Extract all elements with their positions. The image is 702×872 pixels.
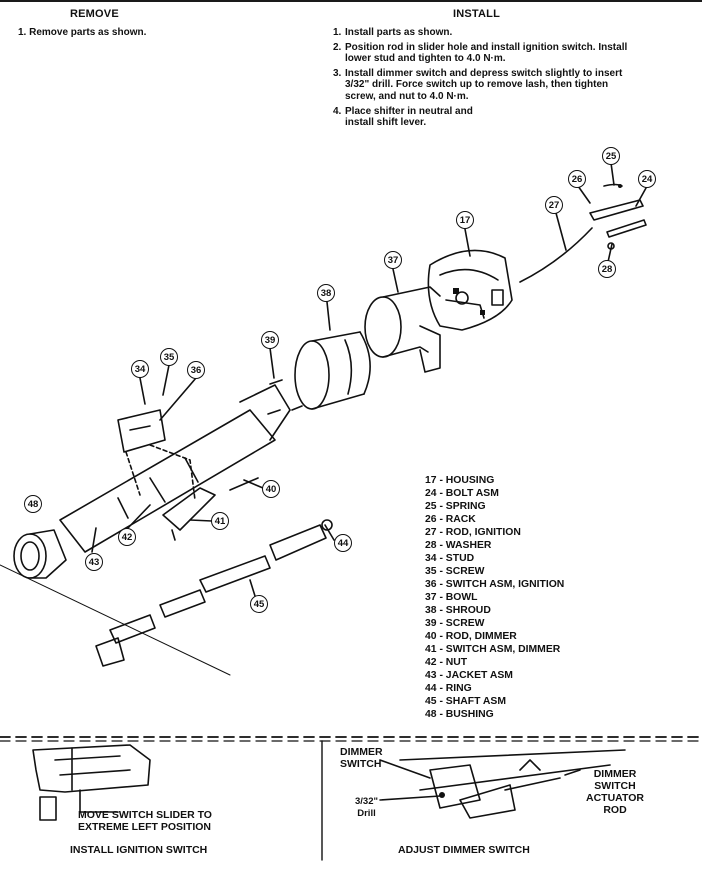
callout-43: 43 <box>85 553 103 571</box>
legend-item: 28 - WASHER <box>425 540 492 551</box>
actuator-rod-label-line-1: DIMMER <box>593 768 637 780</box>
callout-27: 27 <box>545 196 563 214</box>
legend-item: 39 - SCREW <box>425 618 485 629</box>
legend-item: 26 - RACK <box>425 514 476 525</box>
legend-item: 45 - SHAFT ASM <box>425 696 507 707</box>
legend-item: 41 - SWITCH ASM, DIMMER <box>425 644 561 655</box>
callout-25: 25 <box>602 147 620 165</box>
legend-item: 36 - SWITCH ASM, IGNITION <box>425 579 565 590</box>
actuator-rod-label: DIMMER SWITCH ACTUATOR ROD <box>582 768 648 816</box>
callout-17: 17 <box>456 211 474 229</box>
callout-26: 26 <box>568 170 586 188</box>
slider-note-line-1: MOVE SWITCH SLIDER TO <box>78 809 212 821</box>
callout-35: 35 <box>160 348 178 366</box>
remove-heading: REMOVE <box>70 8 119 20</box>
legend-item: 37 - BOWL <box>425 592 478 603</box>
top-rule <box>0 0 702 2</box>
drill-label: 3/32" Drill <box>355 796 378 820</box>
slider-note-line-2: EXTREME LEFT POSITION <box>78 821 212 833</box>
callout-38: 38 <box>317 284 335 302</box>
callout-42: 42 <box>118 528 136 546</box>
legend-item: 35 - SCREW <box>425 566 485 577</box>
install-steps: 1.Install parts as shown. 2.Position rod… <box>333 27 663 132</box>
legend-item: 34 - STUD <box>425 553 475 564</box>
drill-label-line-2: Drill <box>357 808 376 819</box>
callout-39: 39 <box>261 331 279 349</box>
callout-40: 40 <box>262 480 280 498</box>
drill-label-line-1: 3/32" <box>355 796 378 807</box>
callout-28: 28 <box>598 260 616 278</box>
legend-item: 43 - JACKET ASM <box>425 670 513 681</box>
callout-36: 36 <box>187 361 205 379</box>
dimmer-switch-label-line-1: DIMMER <box>340 746 383 758</box>
actuator-rod-label-line-2: SWITCH <box>594 780 636 792</box>
legend-item: 40 - ROD, DIMMER <box>425 631 517 642</box>
legend-item: 17 - HOUSING <box>425 475 495 486</box>
install-ignition-switch-caption: INSTALL IGNITION SWITCH <box>70 844 208 856</box>
slider-note: MOVE SWITCH SLIDER TO EXTREME LEFT POSIT… <box>78 809 212 833</box>
callout-48: 48 <box>24 495 42 513</box>
callout-37: 37 <box>384 251 402 269</box>
install-heading: INSTALL <box>453 8 501 20</box>
legend-item: 25 - SPRING <box>425 501 486 512</box>
legend-item: 24 - BOLT ASM <box>425 488 499 499</box>
install-step-3: 3.Install dimmer switch and depress swit… <box>333 67 623 102</box>
callout-34: 34 <box>131 360 149 378</box>
actuator-rod-label-line-3: ACTUATOR <box>586 792 644 804</box>
legend-item: 48 - BUSHING <box>425 709 494 720</box>
install-step-1: 1.Install parts as shown. <box>333 27 453 38</box>
legend-item: 44 - RING <box>425 683 472 694</box>
install-step-2: 2.Position rod in slider hole and instal… <box>333 41 628 65</box>
parts-legend: 17 - HOUSING 24 - BOLT ASM 25 - SPRING 2… <box>425 474 564 721</box>
remove-step-1: 1. Remove parts as shown. <box>18 27 147 38</box>
legend-item: 42 - NUT <box>425 657 468 668</box>
legend-item: 27 - ROD, IGNITION <box>425 527 521 538</box>
legend-item: 38 - SHROUD <box>425 605 491 616</box>
install-step-4: 4.Place shifter in neutral and install s… <box>333 105 473 129</box>
callout-24: 24 <box>638 170 656 188</box>
dimmer-switch-label: DIMMER SWITCH <box>340 746 383 770</box>
adjust-dimmer-switch-caption: ADJUST DIMMER SWITCH <box>398 844 530 856</box>
callout-44: 44 <box>334 534 352 552</box>
dimmer-switch-label-line-2: SWITCH <box>340 758 382 770</box>
callout-45: 45 <box>250 595 268 613</box>
callout-41: 41 <box>211 512 229 530</box>
actuator-rod-label-line-4: ROD <box>603 804 627 816</box>
